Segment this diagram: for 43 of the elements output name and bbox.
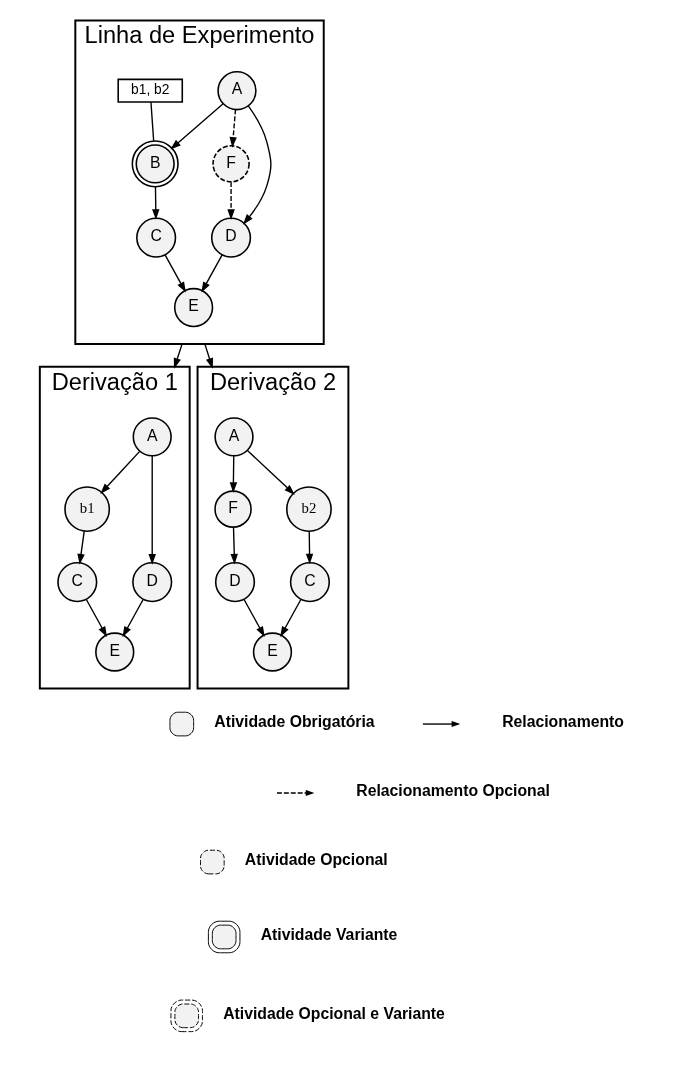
node-circle: C bbox=[289, 562, 331, 603]
node-circle: C bbox=[136, 217, 177, 258]
arrow bbox=[173, 343, 183, 369]
node-circle: A bbox=[217, 71, 257, 111]
arrow bbox=[227, 181, 235, 220]
node-circle: E bbox=[252, 632, 293, 672]
arrow bbox=[280, 598, 302, 638]
legend-label: Atividade Variante bbox=[260, 925, 398, 943]
arrow bbox=[122, 598, 144, 638]
legend-label: Atividade Obrigatória bbox=[214, 712, 375, 730]
arrow bbox=[230, 526, 238, 565]
node-circle: F bbox=[212, 145, 250, 183]
arrow bbox=[201, 254, 223, 293]
node-circle: D bbox=[214, 562, 256, 603]
arrow bbox=[305, 530, 314, 565]
arrow bbox=[170, 103, 224, 150]
arrow bbox=[204, 343, 214, 369]
node-circle: b1 bbox=[64, 486, 111, 533]
arrow bbox=[100, 450, 141, 494]
arrow bbox=[85, 598, 108, 638]
node-circle: D bbox=[210, 217, 252, 258]
node-circle: C bbox=[57, 562, 98, 603]
legend-label: Relacionamento Opcional bbox=[356, 781, 550, 799]
node-circle: E bbox=[95, 632, 135, 672]
arrow bbox=[229, 455, 238, 493]
node-circle: A bbox=[214, 417, 254, 457]
legend-label: Atividade Opcional e Variante bbox=[223, 1004, 445, 1022]
node-circle: F bbox=[214, 490, 252, 528]
arrow bbox=[229, 108, 237, 148]
arrow bbox=[148, 455, 156, 565]
arrow bbox=[152, 186, 160, 220]
arrow bbox=[77, 530, 85, 565]
arrow bbox=[246, 449, 295, 495]
node-circle: A bbox=[132, 417, 172, 457]
arrow bbox=[242, 105, 272, 225]
node-circle: E bbox=[173, 287, 214, 328]
connector bbox=[150, 101, 155, 142]
node-circle: D bbox=[132, 562, 173, 603]
node-box: b1, b2 bbox=[117, 78, 184, 103]
arrow bbox=[164, 254, 186, 293]
arrow bbox=[243, 598, 265, 638]
legend-label: Atividade Opcional bbox=[244, 850, 388, 868]
legend-label: Relacionamento bbox=[502, 712, 624, 730]
